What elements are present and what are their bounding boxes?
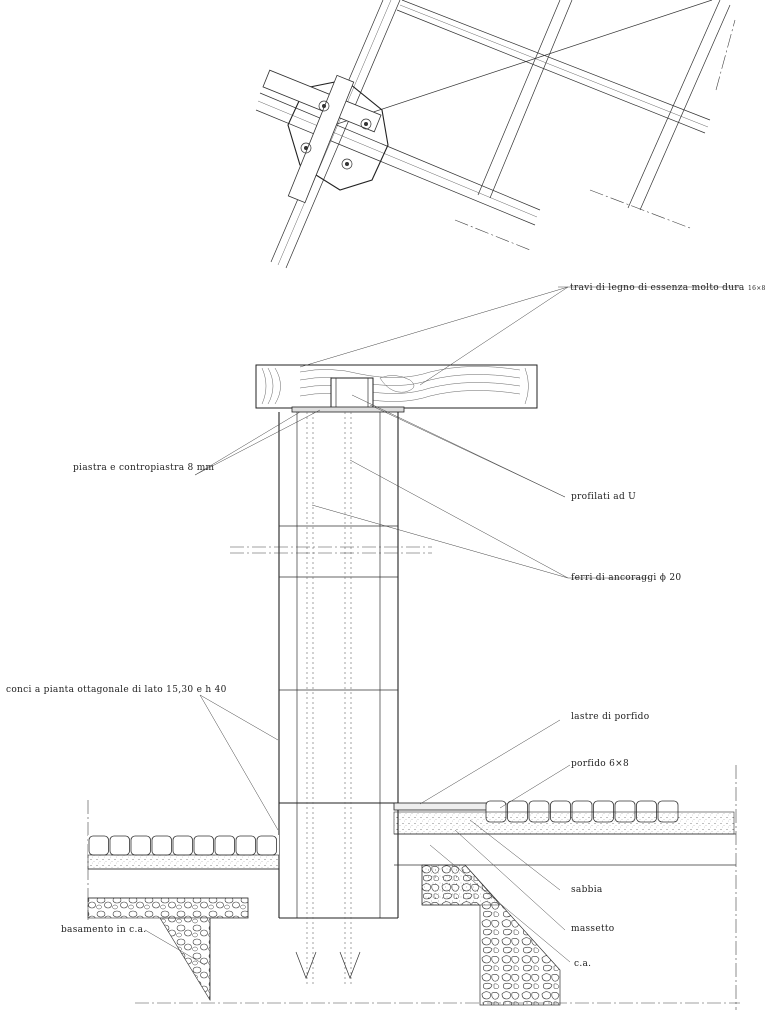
label-porfido: porfido 6×8 [571, 759, 629, 769]
label-sabbia: sabbia [571, 885, 603, 895]
plan-crossmembers [477, 0, 731, 211]
label-conci: conci a pianta ottagonale di lato 15,30 … [6, 685, 227, 695]
plan-octagon-plate [262, 69, 389, 204]
paving-right [393, 765, 737, 1010]
label-ca: c.a. [574, 959, 591, 969]
paving-stone [193, 835, 214, 856]
paving-stone [109, 835, 130, 856]
label-piastra: piastra e contropiastra 8 mm [73, 463, 215, 473]
paving-stone [235, 835, 256, 856]
paving-stone [151, 835, 172, 856]
label-travi-dim: 16×8 [748, 285, 766, 292]
timber-beam [255, 364, 538, 409]
label-profilati: profilati ad U [571, 492, 636, 502]
plan-beam-diagonal-b [324, 0, 713, 129]
label-basamento: basamento in c.a. [61, 925, 146, 935]
plan-beam-upper [396, 0, 711, 134]
label-massetto: massetto [571, 924, 615, 934]
base-plate [291, 406, 405, 413]
leader-lines [144, 286, 740, 966]
label-lastre: lastre di porfido [571, 712, 649, 722]
paving-stone [88, 835, 109, 856]
paving-stone [172, 835, 193, 856]
paving-left [87, 800, 280, 1002]
label-travi: travi di legno di essenza molto dura [570, 283, 745, 293]
paving-stone [214, 835, 235, 856]
annotations: travi di legno di essenza molto dura 16×… [6, 283, 766, 969]
paving-stone [256, 835, 277, 856]
plan-view [255, 0, 736, 269]
label-ferri: ferri di ancoraggi ϕ 20 [571, 573, 681, 583]
paving-stone [130, 835, 151, 856]
section-view [87, 364, 740, 1010]
octagonal-column [278, 412, 399, 985]
